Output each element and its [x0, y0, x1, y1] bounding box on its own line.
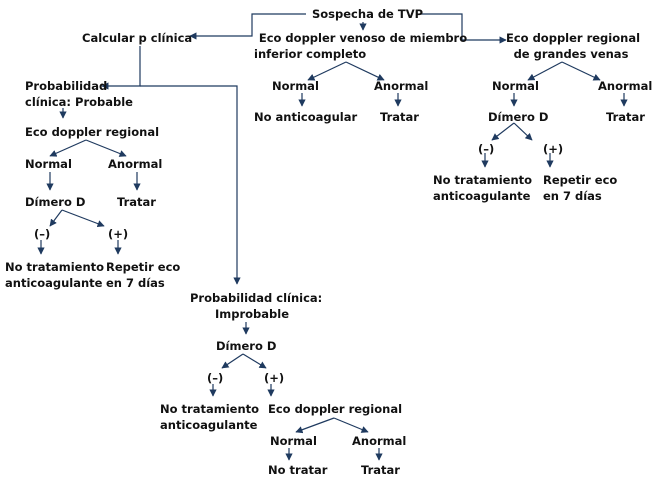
node-repetir-left: Repetir eco en 7 días	[106, 259, 180, 291]
node-no-tratamiento-bottom: No tratamiento anticoagulante	[160, 401, 259, 433]
node-repetir-left-line2: en 7 días	[106, 276, 165, 290]
node-anormal-right: Anormal	[598, 79, 653, 93]
node-anormal-mid: Anormal	[374, 79, 429, 93]
node-neg-left: (–)	[34, 227, 51, 241]
node-eco-completo-line1: Eco doppler venoso de miembro	[258, 31, 468, 45]
node-calcular: Calcular p clínica	[82, 31, 193, 45]
node-prob-improbable-line2: Improbable	[214, 307, 290, 321]
node-pos-right: (+)	[543, 142, 564, 156]
node-neg-bottom: (–)	[207, 371, 224, 385]
arrow-dimero-to-pos-bottom	[242, 353, 267, 369]
arrow-ecoreg-to-anormal	[85, 139, 127, 157]
node-repetir-right-line1: Repetir eco	[543, 173, 618, 187]
node-dimero-left: Dímero D	[25, 195, 86, 209]
arrow-dimero-to-neg-right	[491, 122, 515, 141]
node-neg-right: (–)	[478, 142, 495, 156]
node-repetir-right: Repetir eco en 7 días	[543, 172, 617, 204]
node-normal-left: Normal	[25, 157, 72, 171]
node-tratar-left: Tratar	[117, 195, 156, 209]
node-dimero-right: Dímero D	[488, 110, 549, 124]
arrow-calc-to-improbable	[140, 85, 241, 285]
node-no-tratamiento-left: No tratamiento anticoagulante	[5, 259, 104, 291]
arrow-ecobig-to-normal	[527, 61, 563, 81]
node-prob-probable-line1: Probabilidad	[25, 79, 108, 93]
node-prob-improbable-line1: Probabilidad clínica:	[190, 291, 323, 305]
node-normal-mid: Normal	[272, 79, 319, 93]
arrow-root-to-eco-big	[420, 13, 507, 44]
node-no-tratamiento-bottom-line1: No tratamiento	[160, 402, 260, 416]
arrow-ecoreg-to-normal	[49, 139, 87, 157]
node-prob-probable-line2: clínica: Probable	[25, 95, 133, 109]
node-eco-grandes-venas: Eco doppler regional de grandes venas	[506, 30, 641, 62]
node-dimero-bottom: Dímero D	[216, 339, 277, 353]
node-no-tratar-bottom: No tratar	[268, 463, 328, 477]
node-no-tratamiento-right-line2: anticoagulante	[433, 189, 531, 203]
node-no-tratamiento-right: No tratamiento anticoagulante	[433, 172, 532, 204]
arrow-dimero-to-neg-left	[49, 209, 63, 227]
arrow-ecofull-to-anormal	[345, 61, 385, 81]
arrow-ecoreg-to-anormal-bottom	[333, 417, 369, 433]
arrow-dimero-to-pos-right	[513, 122, 533, 141]
node-eco-grandes-venas-line2: de grandes venas	[513, 47, 629, 61]
arrow-root-to-calc	[189, 13, 306, 40]
node-repetir-left-line1: Repetir eco	[106, 260, 181, 274]
node-pos-bottom: (+)	[264, 371, 285, 385]
node-prob-improbable: Probabilidad clínica: Improbable	[190, 290, 323, 322]
node-eco-regional-left: Eco doppler regional	[25, 125, 160, 139]
node-eco-regional-bottom: Eco doppler regional	[268, 402, 403, 416]
node-tratar-mid: Tratar	[380, 110, 419, 124]
arrow-dimero-to-pos-left	[61, 209, 105, 228]
node-eco-grandes-venas-line1: Eco doppler regional	[506, 31, 641, 45]
node-anormal-bottom: Anormal	[352, 434, 407, 448]
arrow-ecobig-to-anormal	[561, 61, 601, 81]
node-no-tratamiento-right-line1: No tratamiento	[433, 173, 533, 187]
node-anormal-left: Anormal	[108, 157, 163, 171]
arrow-dimero-to-neg-bottom	[221, 353, 244, 369]
node-repetir-right-line2: en 7 días	[543, 189, 602, 203]
node-no-tratamiento-bottom-line2: anticoagulante	[160, 418, 258, 432]
node-tratar-bottom: Tratar	[361, 463, 400, 477]
node-tratar-right: Tratar	[606, 110, 645, 124]
node-root: Sospecha de TVP	[312, 7, 424, 21]
arrow-ecoreg-to-normal-bottom	[295, 417, 335, 434]
node-prob-probable: Probabilidad clínica: Probable	[25, 78, 133, 110]
node-normal-right: Normal	[492, 79, 539, 93]
node-eco-completo-line2: inferior completo	[254, 47, 367, 61]
node-eco-completo: Eco doppler venoso de miembro inferior c…	[252, 30, 474, 62]
node-no-tratamiento-left-line1: No tratamiento	[5, 260, 105, 274]
node-no-anticoagular: No anticoagular	[254, 110, 358, 124]
arrow-ecofull-to-normal	[307, 61, 347, 81]
node-no-tratamiento-left-line2: anticoagulante	[5, 276, 103, 290]
node-pos-left: (+)	[108, 227, 129, 241]
node-normal-bottom: Normal	[270, 434, 317, 448]
